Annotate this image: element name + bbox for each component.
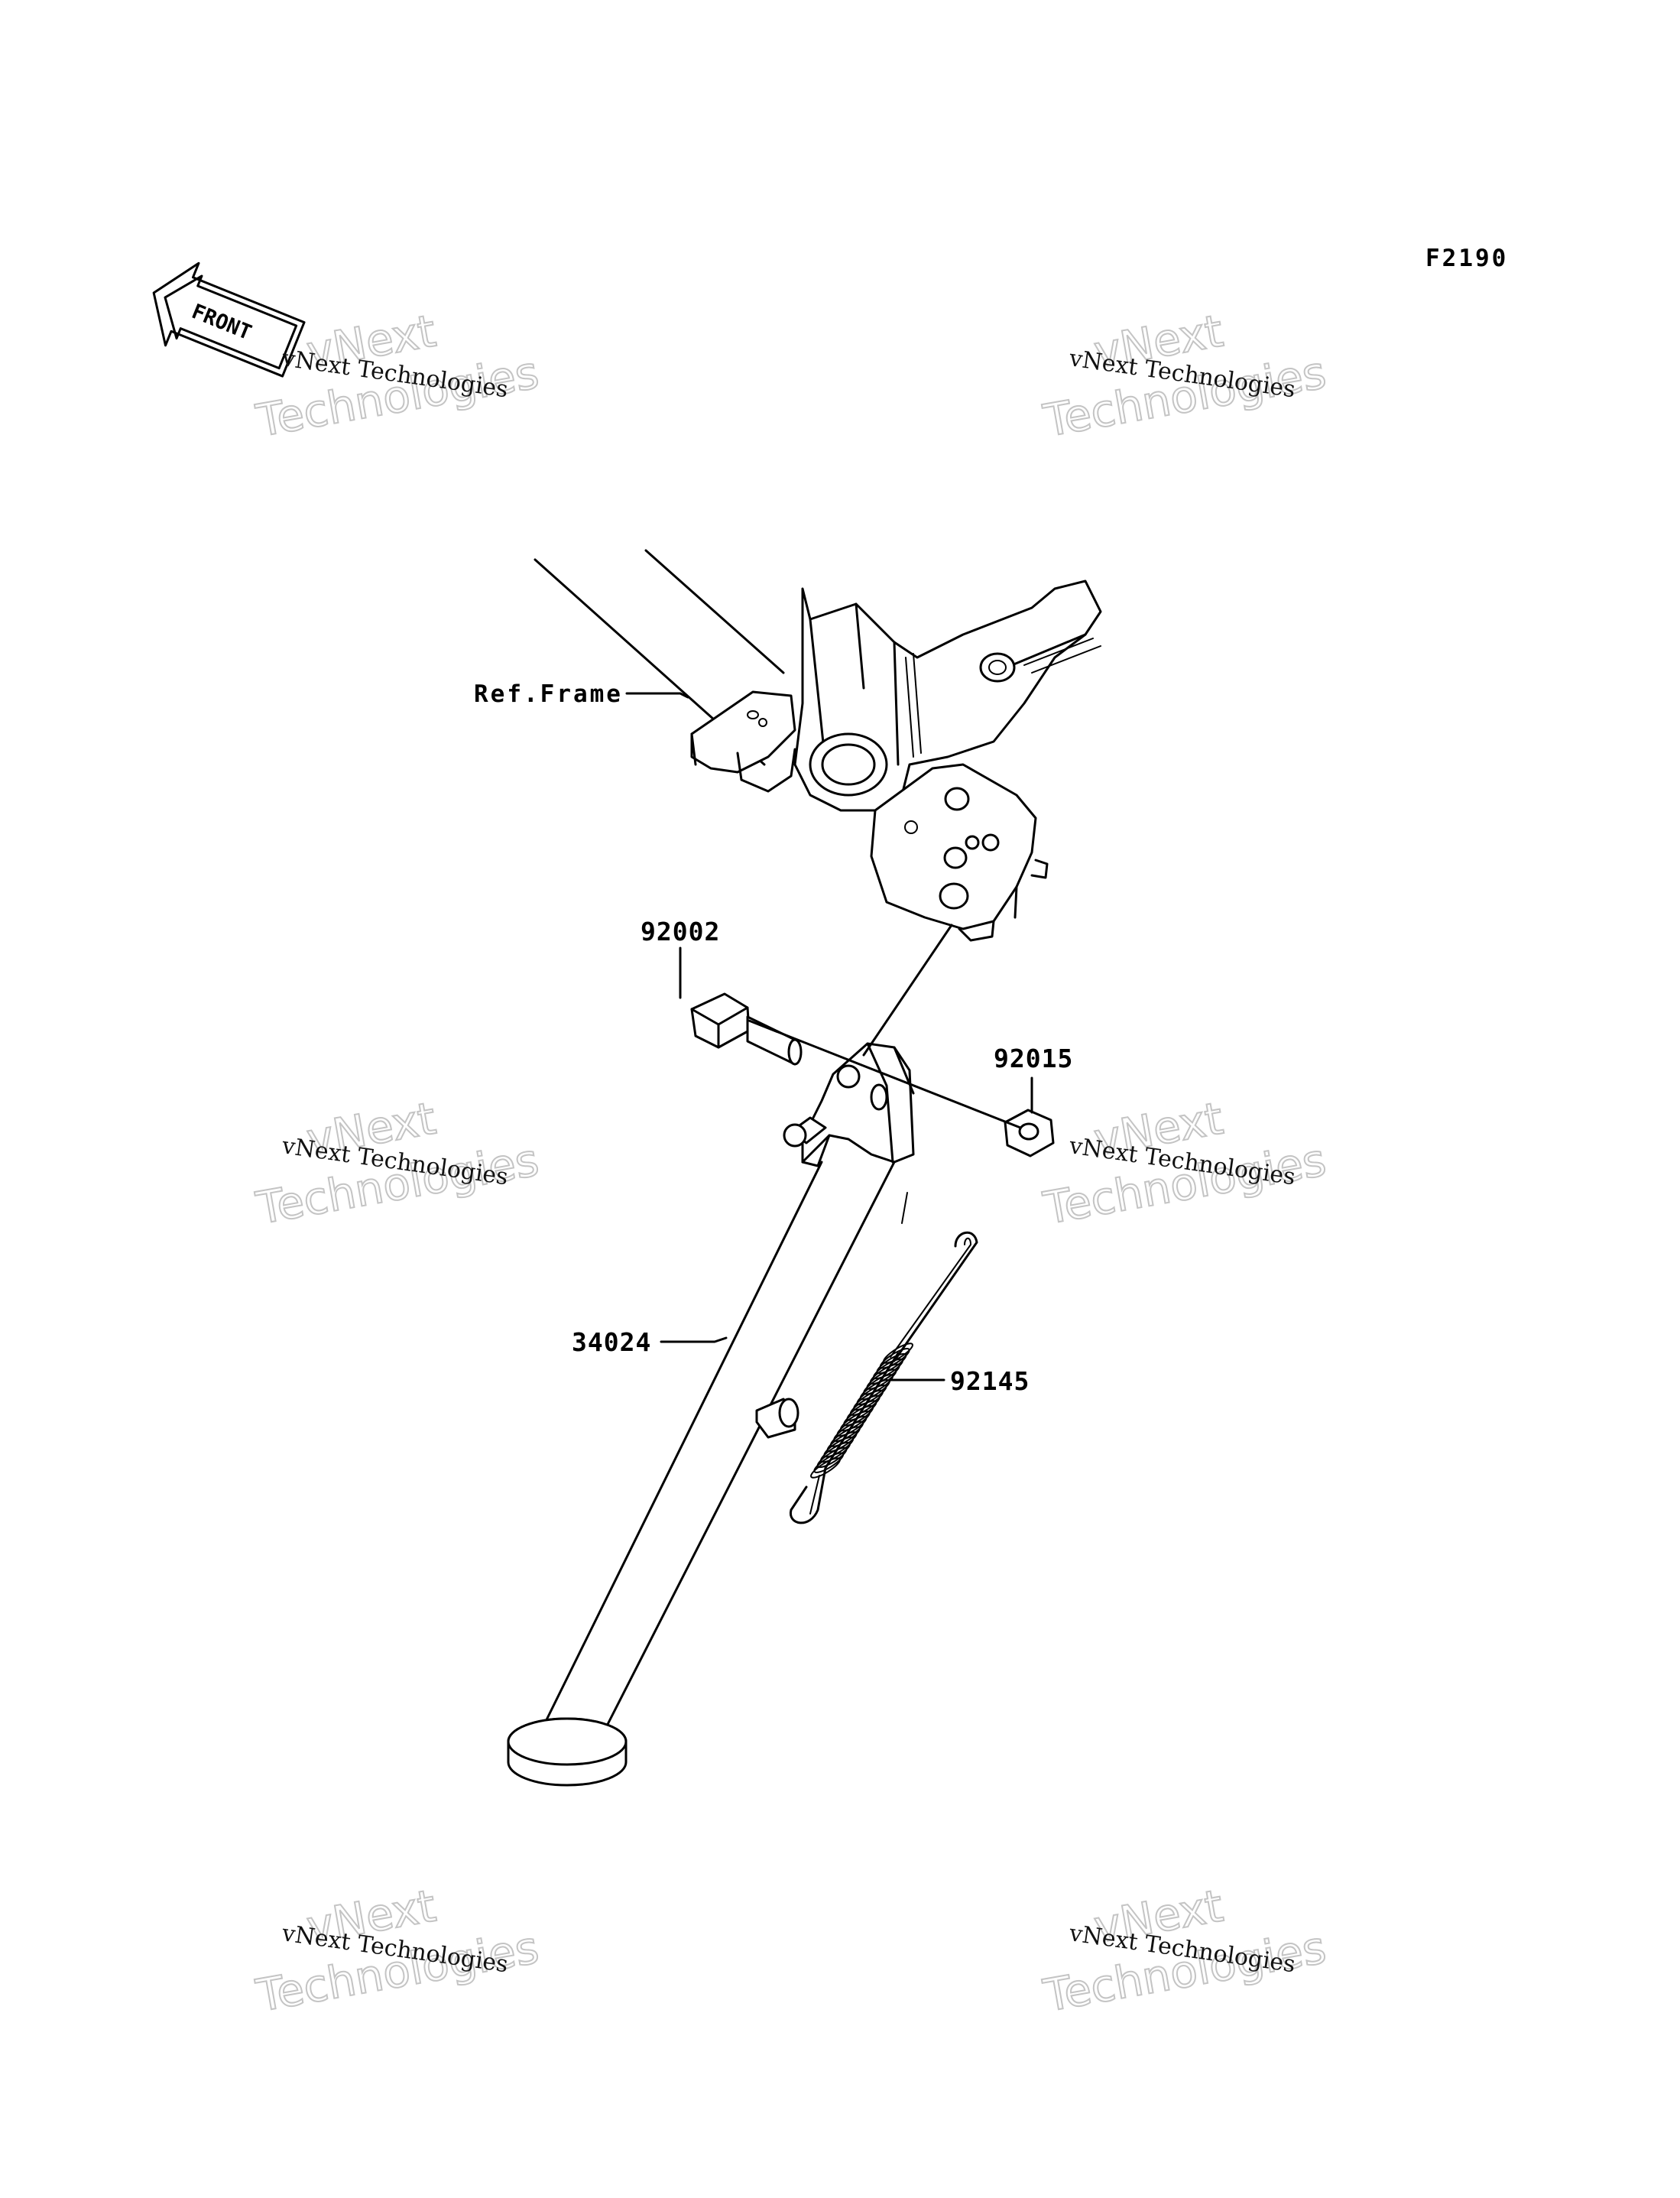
spring-coils-drawing — [810, 1343, 913, 1479]
part-label-92015: 92015 — [994, 1044, 1073, 1073]
front-label: FRONT — [188, 300, 255, 345]
leader-lines — [625, 692, 1033, 1381]
diagram-code: F2190 — [1425, 245, 1508, 272]
nut-drawing — [1004, 1109, 1055, 1157]
ref-frame-label: Ref.Frame — [474, 680, 623, 708]
side-stand-drawing — [507, 1042, 915, 1787]
part-label-34024: 34024 — [572, 1327, 651, 1357]
frame-drawing — [534, 549, 1102, 942]
part-label-92002: 92002 — [641, 917, 720, 946]
spring-drawing — [790, 1231, 978, 1524]
bolt-drawing — [690, 992, 803, 1066]
spring-coil — [810, 1457, 841, 1479]
part-label-92145: 92145 — [950, 1366, 1030, 1396]
